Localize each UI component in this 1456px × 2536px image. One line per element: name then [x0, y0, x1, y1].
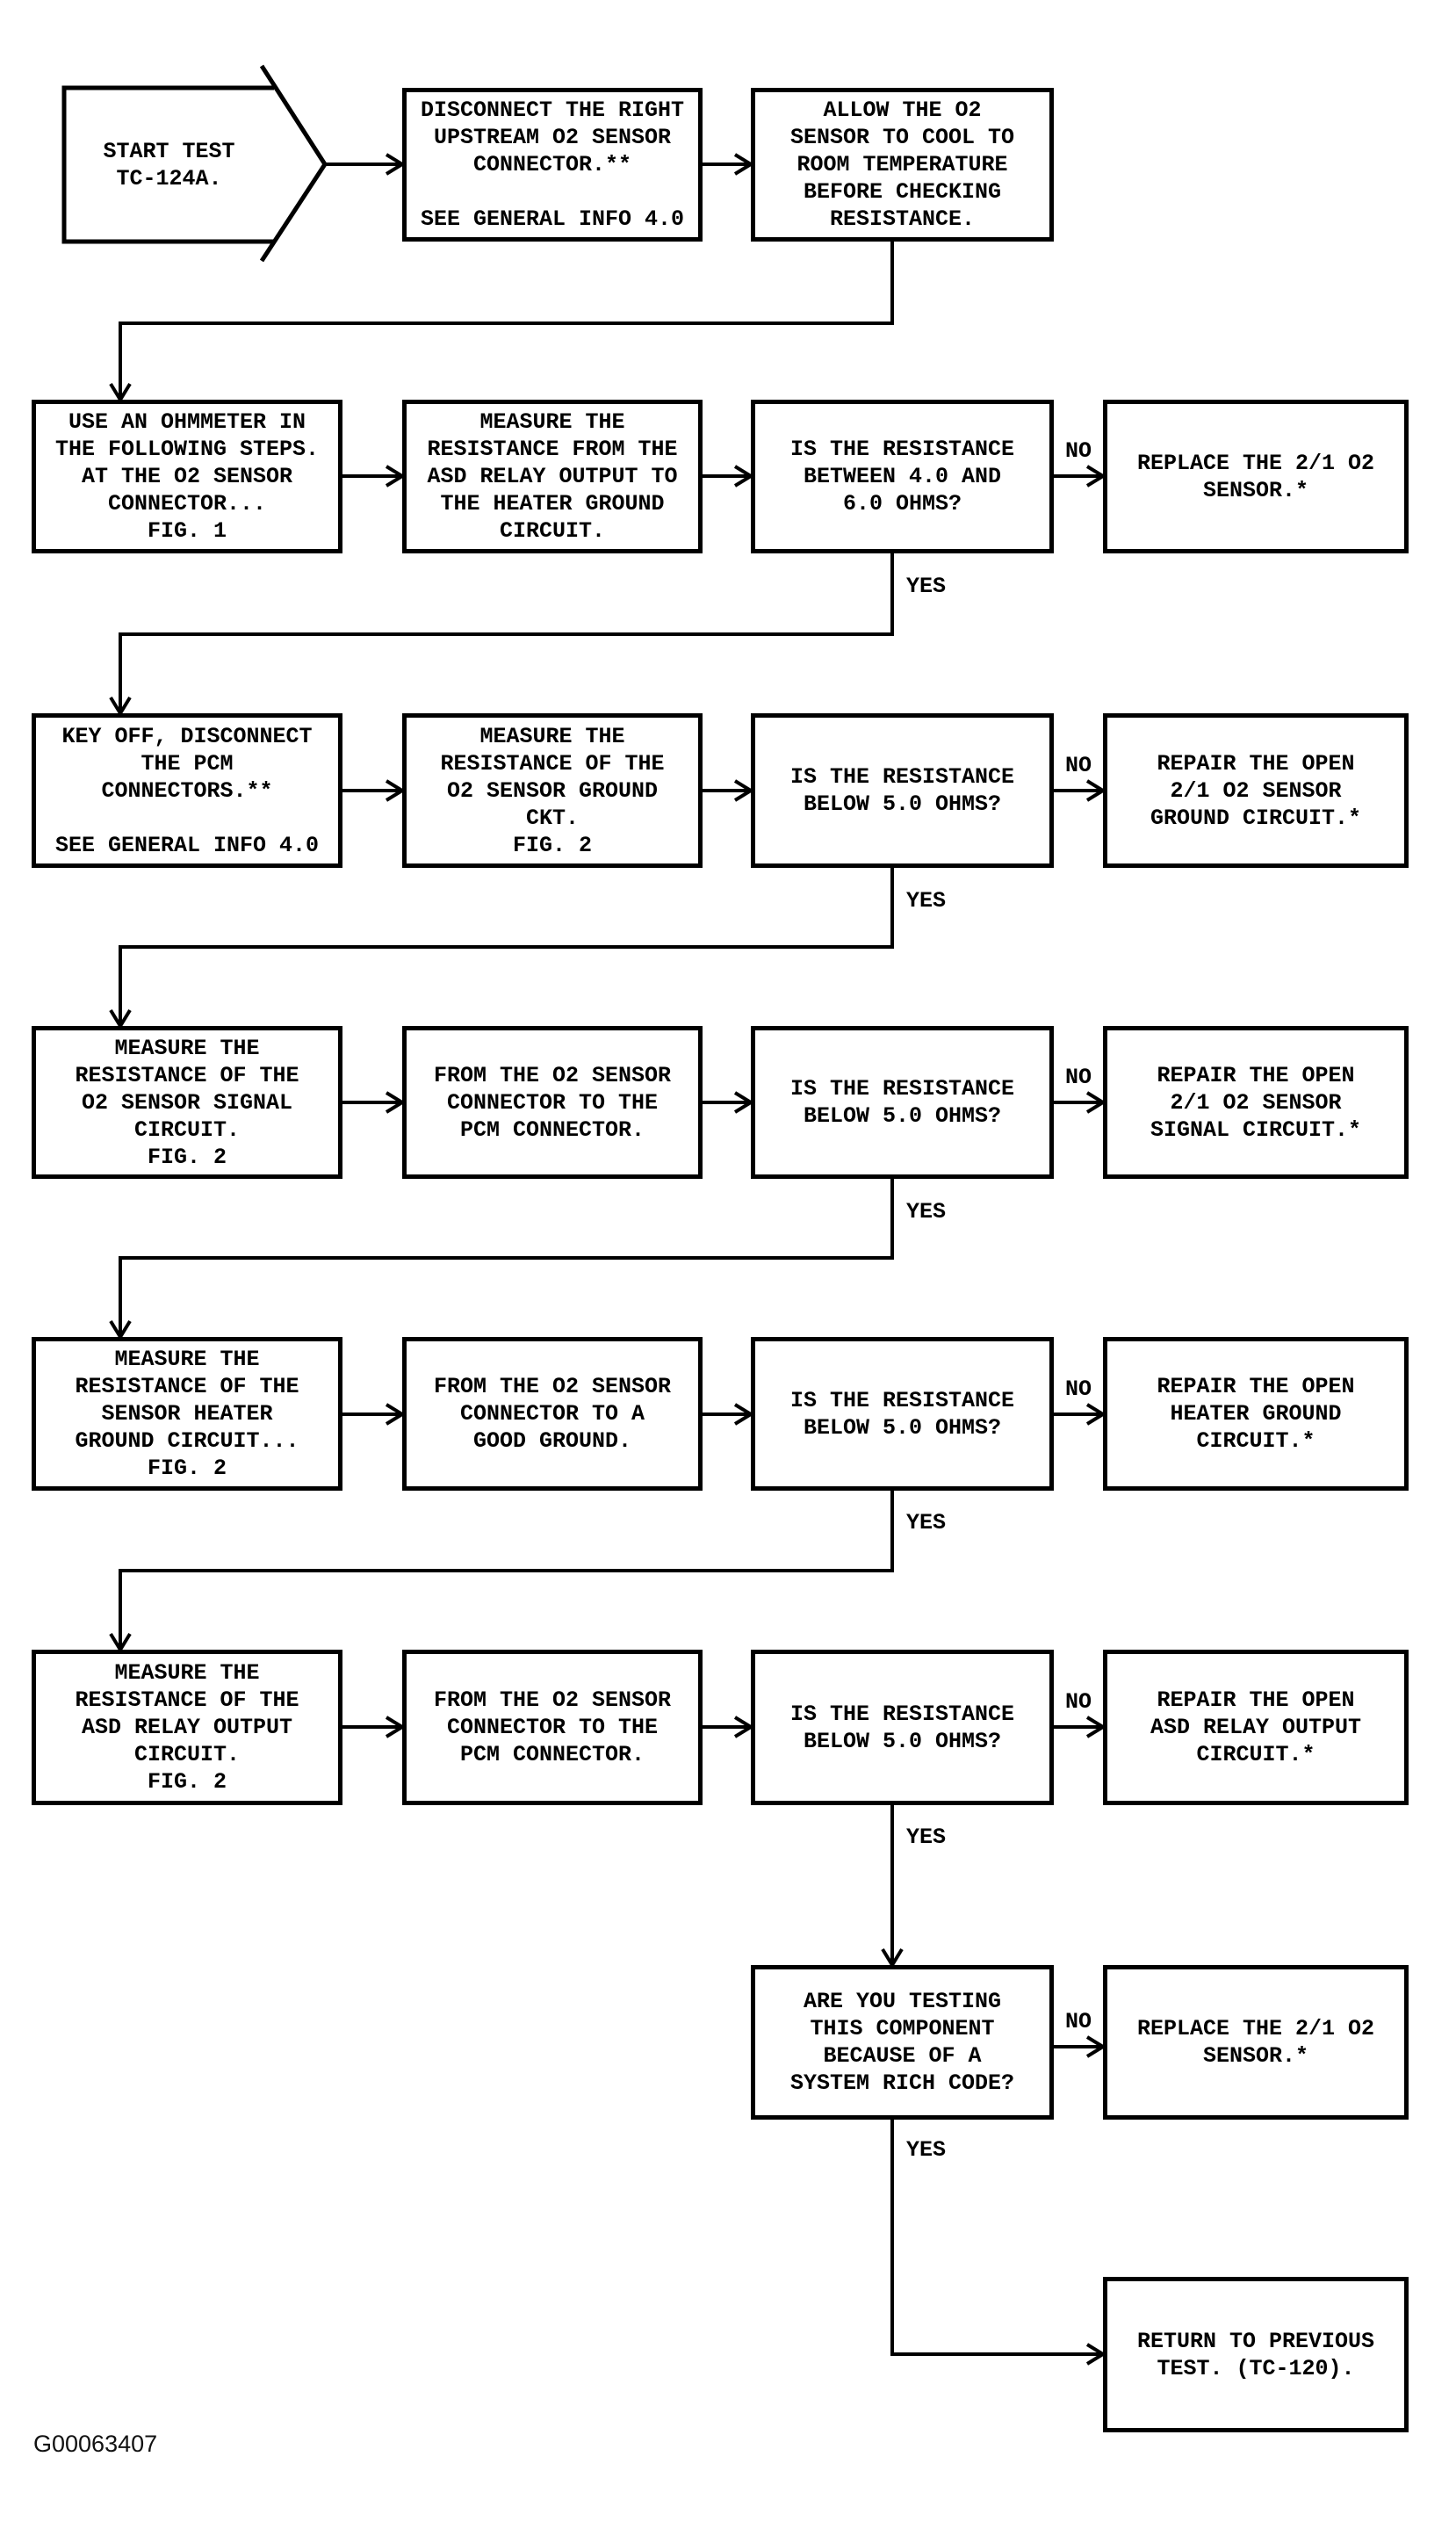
- figure-id-label: G00063407: [33, 2431, 158, 2457]
- edge-measure-ground-to-q2: [703, 779, 754, 802]
- node-measure-heater-ground: MEASURE THE RESISTANCE OF THE SENSOR HEA…: [32, 1337, 342, 1491]
- node-repair-ground-circuit: REPAIR THE OPEN 2/1 O2 SENSOR GROUND CIR…: [1103, 713, 1409, 868]
- node-replace-sensor-2: REPLACE THE 2/1 O2 SENSOR.*: [1103, 1965, 1409, 2120]
- node-q-below-5-4: IS THE RESISTANCE BELOW 5.0 OHMS?: [751, 1650, 1054, 1805]
- edge-start-to-disconnect: [325, 153, 406, 176]
- edge-q6-no: [1054, 2035, 1106, 2058]
- edge-pcm2-to-q5: [703, 1716, 754, 1738]
- edge-goodground-to-q4: [703, 1403, 754, 1426]
- node-from-pcm-1: FROM THE O2 SENSOR CONNECTOR TO THE PCM …: [402, 1026, 703, 1179]
- node-repair-heater-ground: REPAIR THE OPEN HEATER GROUND CIRCUIT.*: [1103, 1337, 1409, 1491]
- edge-q5-yes: [881, 1805, 904, 1969]
- edge-q2-no: [1054, 779, 1106, 802]
- node-disconnect-sensor: DISCONNECT THE RIGHT UPSTREAM O2 SENSOR …: [402, 88, 703, 242]
- label-yes-1: YES: [906, 574, 947, 599]
- node-repair-signal-circuit: REPAIR THE OPEN 2/1 O2 SENSOR SIGNAL CIR…: [1103, 1026, 1409, 1179]
- node-repair-asd-output: REPAIR THE OPEN ASD RELAY OUTPUT CIRCUIT…: [1103, 1650, 1409, 1805]
- label-yes-2: YES: [906, 888, 947, 914]
- edge-q3-yes: [109, 1179, 894, 1340]
- node-key-off: KEY OFF, DISCONNECT THE PCM CONNECTORS.*…: [32, 713, 342, 868]
- node-q-rich-code: ARE YOU TESTING THIS COMPONENT BECAUSE O…: [751, 1965, 1054, 2120]
- node-measure-signal-circuit: MEASURE THE RESISTANCE OF THE O2 SENSOR …: [32, 1026, 342, 1179]
- label-no-2: NO: [1064, 753, 1092, 778]
- edge-q5-no: [1054, 1716, 1106, 1738]
- label-no-6: NO: [1064, 2009, 1092, 2034]
- edge-asdoutput-to-pcm2: [342, 1716, 406, 1738]
- node-allow-cool: ALLOW THE O2 SENSOR TO COOL TO ROOM TEMP…: [751, 88, 1054, 242]
- edge-q3-no: [1054, 1091, 1106, 1114]
- node-replace-sensor-1: REPLACE THE 2/1 O2 SENSOR.*: [1103, 400, 1409, 553]
- edge-q1-yes: [109, 553, 894, 717]
- node-from-good-ground: FROM THE O2 SENSOR CONNECTOR TO A GOOD G…: [402, 1337, 703, 1491]
- label-no-4: NO: [1064, 1376, 1092, 1402]
- node-return-previous-test: RETURN TO PREVIOUS TEST. (TC-120).: [1103, 2277, 1409, 2432]
- edge-q4-no: [1054, 1403, 1106, 1426]
- node-use-ohmmeter: USE AN OHMMETER IN THE FOLLOWING STEPS. …: [32, 400, 342, 553]
- label-yes-6: YES: [906, 2137, 947, 2163]
- node-measure-ground-ckt: MEASURE THE RESISTANCE OF THE O2 SENSOR …: [402, 713, 703, 868]
- edge-signal-to-pcm1: [342, 1091, 406, 1114]
- label-yes-3: YES: [906, 1199, 947, 1225]
- node-q-resistance-4-6: IS THE RESISTANCE BETWEEN 4.0 AND 6.0 OH…: [751, 400, 1054, 553]
- node-measure-asd-output: MEASURE THE RESISTANCE OF THE ASD RELAY …: [32, 1650, 342, 1805]
- edge-pcm1-to-q3: [703, 1091, 754, 1114]
- node-measure-asd-heater: MEASURE THE RESISTANCE FROM THE ASD RELA…: [402, 400, 703, 553]
- edge-cool-to-ohmmeter: [109, 242, 894, 403]
- edge-keyoff-to-measure-ground: [342, 779, 406, 802]
- label-no-5: NO: [1064, 1689, 1092, 1715]
- label-no-1: NO: [1064, 438, 1092, 464]
- edge-disconnect-to-cool: [703, 153, 754, 176]
- node-q-below-5-1: IS THE RESISTANCE BELOW 5.0 OHMS?: [751, 713, 1054, 868]
- label-no-3: NO: [1064, 1065, 1092, 1090]
- edge-q1-no: [1054, 465, 1106, 488]
- edge-heaterground-to-goodground: [342, 1403, 406, 1426]
- edge-q2-yes: [109, 868, 894, 1030]
- edge-q4-yes: [109, 1491, 894, 1653]
- node-q-below-5-2: IS THE RESISTANCE BELOW 5.0 OHMS?: [751, 1026, 1054, 1179]
- edge-ohmmeter-to-measure-asd: [342, 465, 406, 488]
- label-yes-4: YES: [906, 1510, 947, 1535]
- edge-measure-asd-to-q1: [703, 465, 754, 488]
- node-q-below-5-3: IS THE RESISTANCE BELOW 5.0 OHMS?: [751, 1337, 1054, 1491]
- node-start: START TEST TC-124A.: [103, 138, 235, 191]
- node-from-pcm-2: FROM THE O2 SENSOR CONNECTOR TO THE PCM …: [402, 1650, 703, 1805]
- label-yes-5: YES: [906, 1824, 947, 1850]
